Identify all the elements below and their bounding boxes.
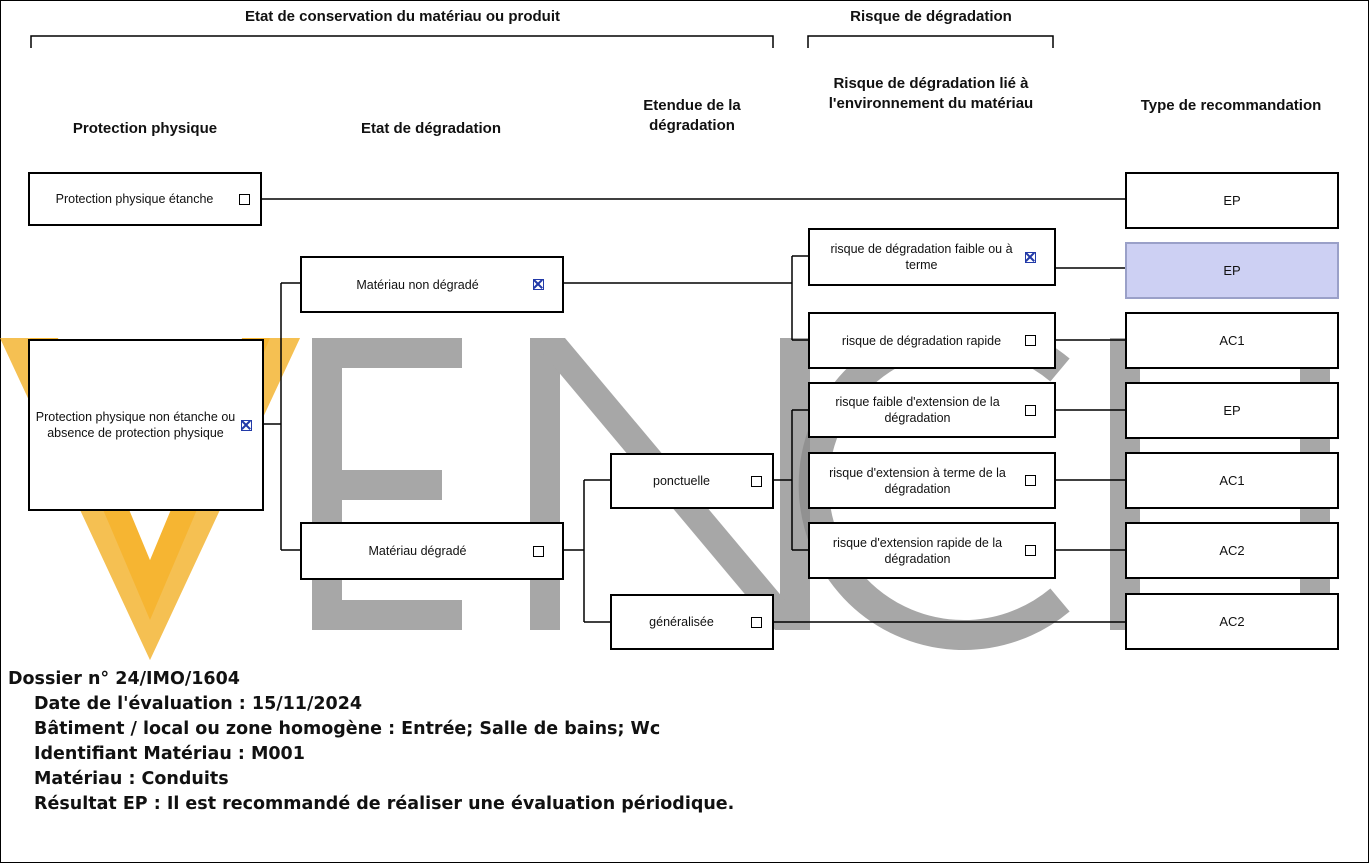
checkbox-generalisee[interactable] [751, 616, 762, 628]
recommendation-3: AC1 [1125, 312, 1339, 369]
recommendation-6: AC2 [1125, 522, 1339, 579]
evaluation-date: Date de l'évaluation : 15/11/2024 [34, 694, 363, 714]
recommendation-2-selected: EP [1125, 242, 1339, 299]
option-extension-faible[interactable]: risque faible d'extension de la dégradat… [808, 382, 1056, 438]
group-risque: Risque de dégradation [850, 8, 1012, 25]
option-protection-non-etanche[interactable]: Protection physique non étanche ou absen… [28, 339, 264, 511]
option-label: risque de dégradation faible ou à terme [830, 242, 1013, 272]
option-generalisee[interactable]: généralisée [610, 594, 774, 650]
checkbox-non-degrade[interactable] [533, 279, 544, 290]
option-materiau-degrade[interactable]: Matériau dégradé [300, 522, 564, 580]
option-label: Matériau non dégradé [356, 277, 479, 292]
evaluation-info: Dossier n° 24/IMO/1604 Date de l'évaluat… [8, 667, 734, 817]
option-label: Protection physique non étanche ou absen… [35, 410, 236, 440]
header-type: Type de recommandation [1140, 97, 1322, 114]
recommendation-5: AC1 [1125, 452, 1339, 509]
option-label: ponctuelle [653, 474, 710, 488]
resultat: Résultat EP : Il est recommandé de réali… [34, 794, 735, 814]
option-label: risque d'extension rapide de la dégradat… [832, 535, 1003, 566]
header-risque-env: Risque de dégradation lié à l'environnem… [828, 75, 1034, 112]
option-label: Protection physique étanche [55, 192, 214, 206]
option-extension-terme[interactable]: risque d'extension à terme de la dégrada… [808, 452, 1056, 509]
identifiant-materiau: Identifiant Matériau : M001 [34, 744, 305, 764]
batiment-zone: Bâtiment / local ou zone homogène : Entr… [34, 719, 661, 739]
checkbox-protection-non-etanche[interactable] [241, 419, 252, 431]
checkbox-extension-terme[interactable] [1025, 475, 1036, 486]
dossier-number: Dossier n° 24/IMO/1604 [8, 669, 240, 689]
connector-lines [30, 35, 1125, 623]
option-label: risque d'extension à terme de la dégrada… [829, 465, 1006, 496]
option-ponctuelle[interactable]: ponctuelle [610, 453, 774, 509]
option-risque-faible-terme[interactable]: risque de dégradation faible ou à terme [808, 228, 1056, 286]
option-risque-rapide[interactable]: risque de dégradation rapide [808, 312, 1056, 369]
checkbox-risque-faible-terme[interactable] [1025, 251, 1036, 263]
recommendation-7: AC2 [1125, 593, 1339, 650]
option-label: risque faible d'extension de la dégradat… [835, 395, 1000, 425]
group-conservation: Etat de conservation du matériau ou prod… [244, 8, 561, 25]
option-label: Matériau dégradé [368, 544, 467, 558]
checkbox-degrade[interactable] [533, 545, 544, 557]
recommendation-1: EP [1125, 172, 1339, 229]
checkbox-extension-faible[interactable] [1025, 404, 1036, 416]
checkbox-extension-rapide[interactable] [1025, 545, 1036, 556]
materiau: Matériau : Conduits [34, 769, 229, 789]
checkbox-ponctuelle[interactable] [751, 475, 762, 487]
recommendation-4: EP [1125, 382, 1339, 439]
option-protection-etanche[interactable]: Protection physique étanche [28, 172, 262, 226]
option-label: généralisée [649, 615, 714, 629]
checkbox-protection-etanche[interactable] [239, 193, 250, 205]
header-etat: Etat de dégradation [360, 120, 502, 137]
option-label: risque de dégradation rapide [841, 333, 1002, 348]
option-materiau-non-degrade[interactable]: Matériau non dégradé [300, 256, 564, 313]
checkbox-risque-rapide[interactable] [1025, 335, 1036, 346]
option-extension-rapide[interactable]: risque d'extension rapide de la dégradat… [808, 522, 1056, 579]
header-etendue: Etendue de la dégradation [643, 97, 741, 134]
header-protection: Protection physique [72, 120, 218, 137]
